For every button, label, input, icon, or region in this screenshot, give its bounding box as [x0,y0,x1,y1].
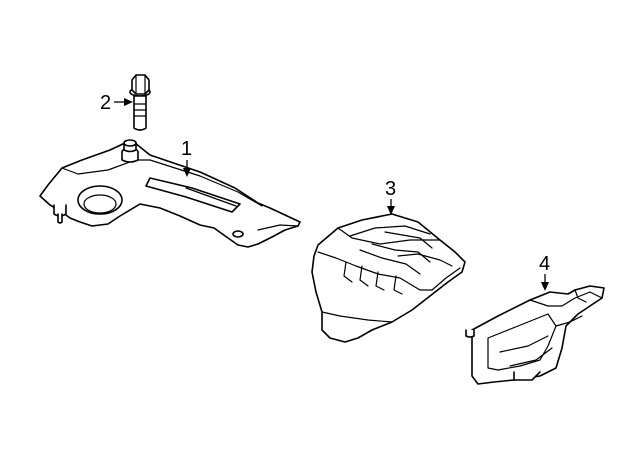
callout-3-label: 3 [385,178,396,200]
part-2-bolt [129,74,151,131]
callout-3-arrowhead [387,206,395,215]
callout-4-arrowhead [541,282,549,291]
callout-3: 3 [385,178,396,215]
callout-2: 2 [100,92,133,114]
callout-1-arrowhead [183,168,191,177]
part-4-side-bracket [465,285,605,385]
part-3-cover [311,213,466,343]
callout-1-label: 1 [181,138,192,160]
part-1-bracket [39,139,301,248]
callout-2-label: 2 [100,92,111,114]
callout-1: 1 [181,138,192,177]
callout-4-label: 4 [539,253,550,275]
callout-4: 4 [539,253,550,291]
callout-2-arrowhead [124,98,133,106]
